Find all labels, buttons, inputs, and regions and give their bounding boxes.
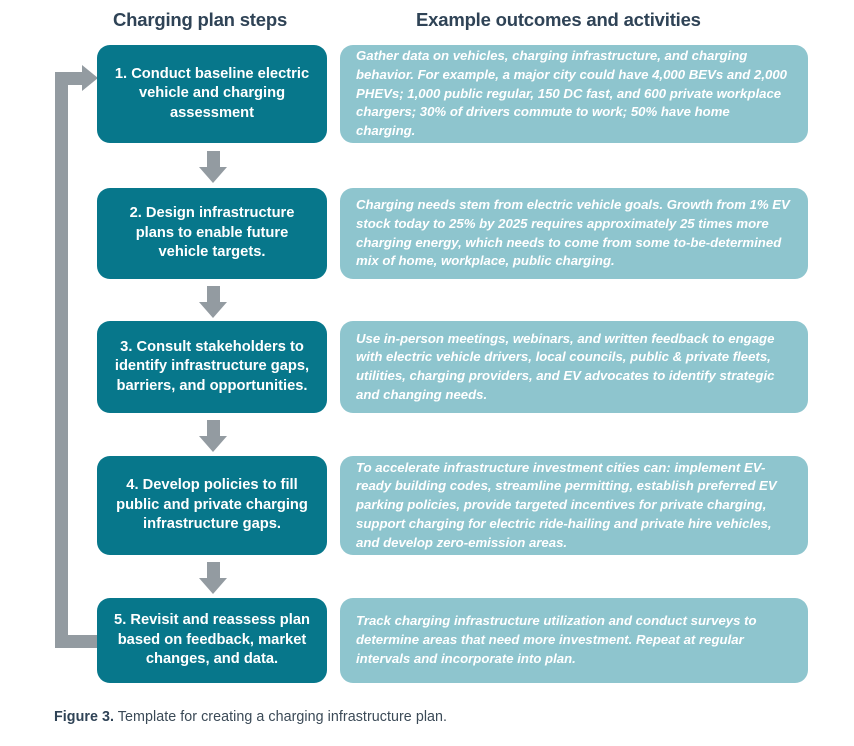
down-arrow-head xyxy=(199,167,227,183)
down-arrow-icon-3 xyxy=(199,420,228,452)
figure-caption: Figure 3. Template for creating a chargi… xyxy=(54,709,447,725)
down-arrow-shaft xyxy=(207,286,220,304)
outcome-box-5[interactable]: Track charging infrastructure utilizatio… xyxy=(340,598,808,683)
feedback-loop-top-segment xyxy=(55,72,86,85)
down-arrow-shaft xyxy=(207,151,220,169)
down-arrow-head xyxy=(199,302,227,318)
feedback-loop-vertical-segment xyxy=(55,85,68,648)
step-box-2[interactable]: 2. Design infrastructure plans to enable… xyxy=(97,188,327,279)
down-arrow-shaft xyxy=(207,420,220,438)
figure-caption-label: Figure 3. xyxy=(54,709,115,725)
column-header-example-outcomes: Example outcomes and activities xyxy=(416,9,701,30)
figure-caption-text: Template for creating a charging infrast… xyxy=(114,709,448,725)
step-box-3[interactable]: 3. Consult stakeholders to identify infr… xyxy=(97,321,327,413)
feedback-loop-arrowhead-icon xyxy=(82,65,98,91)
feedback-loop-arrow xyxy=(55,65,110,648)
step-box-5[interactable]: 5. Revisit and reassess plan based on fe… xyxy=(97,598,327,683)
outcome-box-3[interactable]: Use in-person meetings, webinars, and wr… xyxy=(340,321,808,413)
down-arrow-head xyxy=(199,436,227,452)
down-arrow-icon-4 xyxy=(199,562,228,594)
outcome-box-4[interactable]: To accelerate infrastructure investment … xyxy=(340,456,808,555)
down-arrow-icon-1 xyxy=(199,151,228,183)
feedback-loop-bottom-segment xyxy=(55,635,110,648)
step-box-4[interactable]: 4. Develop policies to fill public and p… xyxy=(97,456,327,555)
down-arrow-shaft xyxy=(207,562,220,580)
step-box-1[interactable]: 1. Conduct baseline electric vehicle and… xyxy=(97,45,327,143)
outcome-box-1[interactable]: Gather data on vehicles, charging infras… xyxy=(340,45,808,143)
outcome-box-2[interactable]: Charging needs stem from electric vehicl… xyxy=(340,188,808,279)
down-arrow-head xyxy=(199,578,227,594)
column-header-charging-plan-steps: Charging plan steps xyxy=(113,9,288,30)
down-arrow-icon-2 xyxy=(199,286,228,318)
